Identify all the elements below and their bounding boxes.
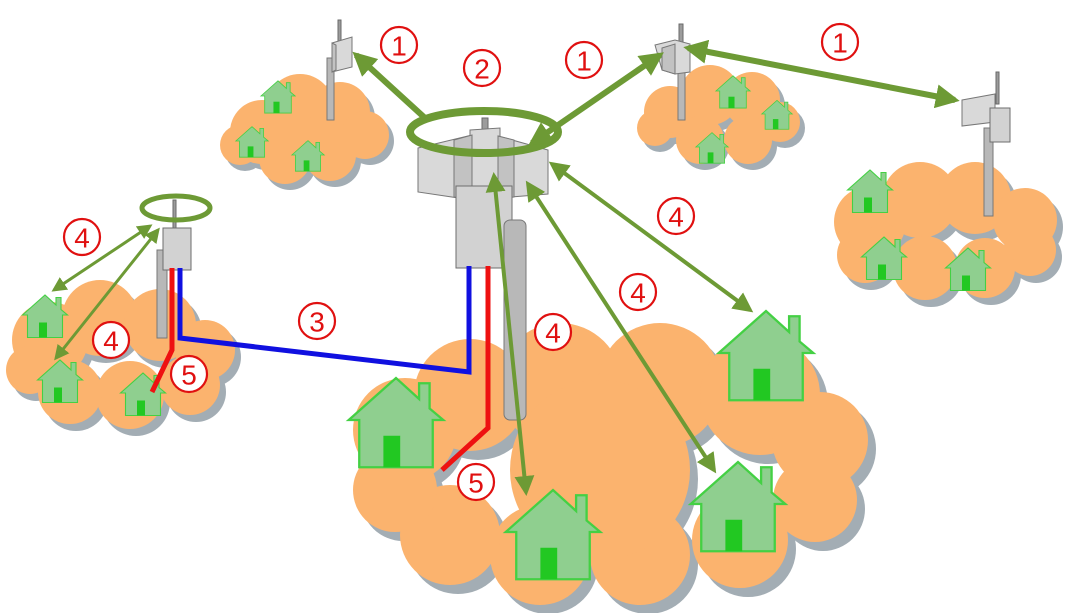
drop-cable-left-red xyxy=(149,268,175,394)
house-icon xyxy=(345,376,447,469)
access-arrow-right xyxy=(548,161,754,313)
house-icon xyxy=(21,294,70,339)
house-icon xyxy=(234,126,270,158)
wireless-links xyxy=(51,39,960,496)
label-drop-cable-left: 5 xyxy=(169,354,209,394)
svg-text:5: 5 xyxy=(181,360,197,391)
house-icon xyxy=(694,132,730,164)
house-icon xyxy=(944,247,993,292)
label-backhaul-far-right: 1 xyxy=(820,22,860,62)
label-access-right: 4 xyxy=(656,196,696,236)
relay-tower-left xyxy=(156,199,192,339)
label-access-center: 4 xyxy=(533,312,573,352)
sector-ring-left xyxy=(139,193,213,223)
access-arrow-left-bottom xyxy=(54,227,160,361)
backhaul-arrow-far-right xyxy=(683,39,960,109)
house-icon xyxy=(290,140,326,172)
label-sector-ring: 2 xyxy=(462,48,502,88)
house-icon xyxy=(687,460,789,553)
svg-text:3: 3 xyxy=(309,307,325,338)
house-icon xyxy=(860,236,909,281)
label-fiber-link: 3 xyxy=(297,301,337,341)
svg-text:1: 1 xyxy=(832,28,848,59)
house-icon xyxy=(259,80,297,114)
access-arrow-center xyxy=(485,172,535,496)
svg-text:4: 4 xyxy=(668,202,684,233)
svg-text:4: 4 xyxy=(545,318,561,349)
house-icon xyxy=(36,359,85,404)
house-icon xyxy=(502,488,604,581)
house-icon xyxy=(846,169,895,214)
label-drop-cable-center: 5 xyxy=(456,462,496,502)
svg-text:1: 1 xyxy=(576,46,592,77)
label-access-left-top: 4 xyxy=(62,217,102,257)
svg-text:2: 2 xyxy=(474,54,490,85)
relay-tower-top-left xyxy=(326,19,353,121)
fiber-cable-blue xyxy=(177,266,472,375)
houses xyxy=(21,75,993,581)
label-access-left-bottom: 4 xyxy=(91,320,131,360)
backhaul-arrow-top-left xyxy=(352,51,428,121)
svg-text:4: 4 xyxy=(74,223,90,254)
label-access-center-right: 4 xyxy=(618,272,658,312)
house-icon xyxy=(715,309,817,402)
label-backhaul-top-right: 1 xyxy=(564,40,604,80)
svg-text:4: 4 xyxy=(630,278,646,309)
svg-text:1: 1 xyxy=(391,31,407,62)
svg-text:5: 5 xyxy=(468,468,484,499)
svg-text:4: 4 xyxy=(103,326,119,357)
number-labels: 1 2 1 1 4 4 5 3 xyxy=(62,22,860,502)
backhaul-arrow-top-right xyxy=(528,52,664,146)
label-backhaul-top-left: 1 xyxy=(379,25,419,65)
relay-tower-far-right xyxy=(961,71,1011,217)
